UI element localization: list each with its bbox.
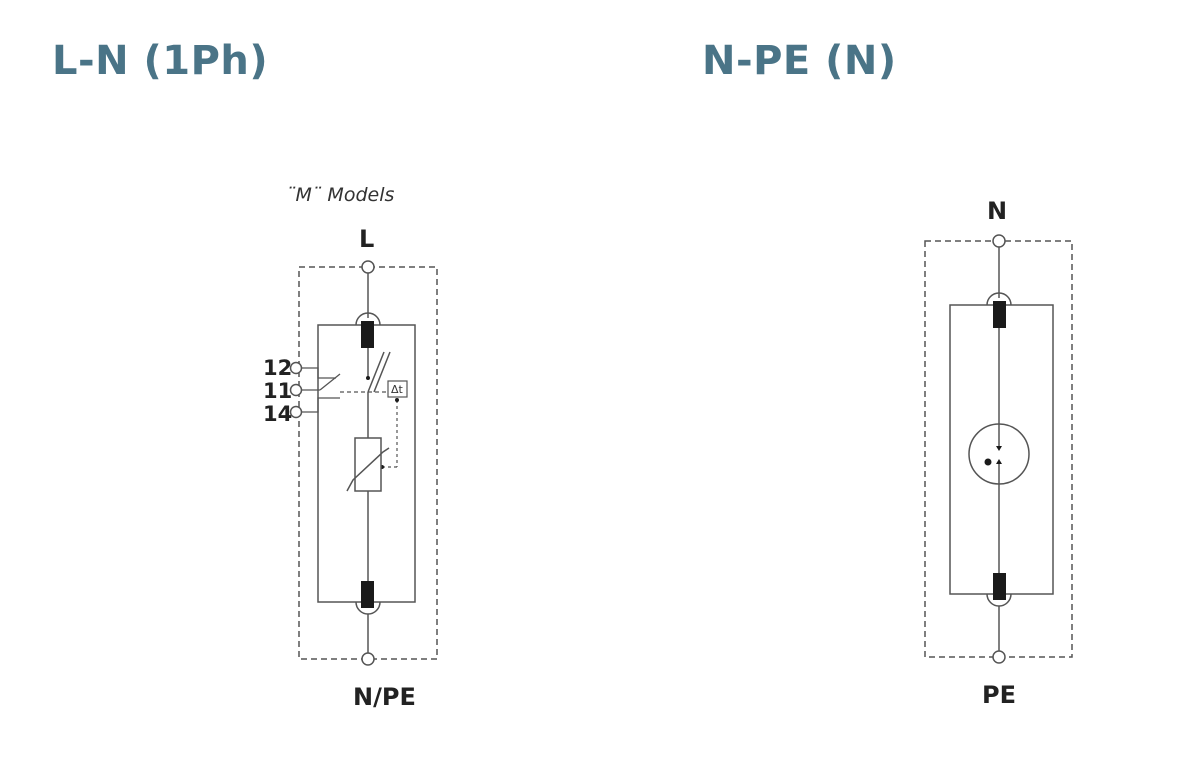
diagram-l-n: ¨M¨ Models L N/PE Δt (263, 184, 438, 711)
thermal-label: Δt (391, 383, 404, 396)
terminal-label-l: L (359, 225, 374, 253)
terminal-n-pe-circle (361, 652, 375, 666)
contact-label-12: 12 (263, 356, 292, 380)
terminal-n-circle (992, 234, 1006, 248)
terminal-pe-circle (992, 650, 1006, 664)
disconnector-blade (367, 351, 385, 393)
signal-contacts: 12 11 14 (263, 356, 341, 426)
contact-label-14: 14 (263, 402, 292, 426)
top-connector-arch (355, 312, 381, 326)
thermal-disconnector-box (387, 380, 408, 398)
diagram-n-pe: N PE (924, 197, 1073, 709)
bottom-fuse-block (361, 581, 374, 608)
terminal-label-pe: PE (982, 681, 1016, 709)
terminal-label-n: N (987, 197, 1007, 225)
bottom-fuse-block-npe (993, 573, 1006, 600)
varistor-symbol (354, 437, 382, 492)
m-models-note: ¨M¨ Models (286, 184, 394, 206)
top-fuse-block (361, 321, 374, 348)
terminal-l-circle (361, 260, 375, 274)
top-fuse-block-npe (993, 301, 1006, 328)
terminal-label-n-pe: N/PE (353, 683, 416, 711)
outer-enclosure (298, 266, 438, 660)
heading-n-pe: N-PE (N) (702, 38, 897, 84)
heading-l-n: L-N (1Ph) (52, 38, 269, 84)
contact-label-11: 11 (263, 379, 292, 403)
